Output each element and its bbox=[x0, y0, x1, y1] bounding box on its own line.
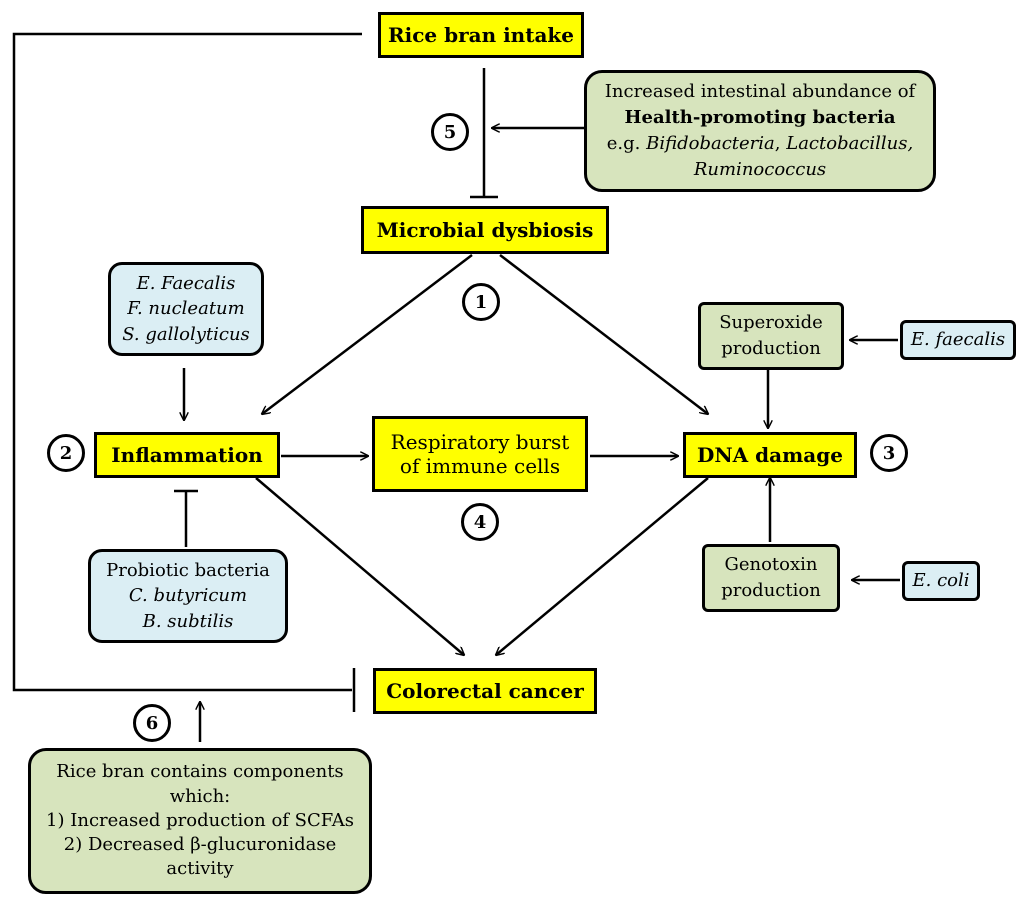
ruminococcus-label: Ruminococcus bbox=[693, 159, 827, 181]
step-number-5: 5 bbox=[431, 113, 469, 151]
dna-to-cancer-arrow bbox=[496, 477, 709, 655]
superoxide-line-2: production bbox=[721, 338, 821, 359]
inflammation-to-cancer-arrow bbox=[255, 477, 464, 655]
dysbiosis-to-inflammation-arrow bbox=[262, 254, 473, 414]
components-line-3: 1) Increased production of SCFAs bbox=[46, 809, 354, 831]
bifidobacteria-label: Bifidobacteria bbox=[646, 133, 775, 154]
rice-bran-components-box: Rice bran contains components which: 1) … bbox=[28, 748, 372, 894]
superoxide-line-1: Superoxide bbox=[719, 311, 823, 333]
genotoxin-production-box: Genotoxin production bbox=[702, 544, 840, 612]
probiotic-species-2: B. subtilis bbox=[142, 610, 234, 632]
components-line-2: which: bbox=[169, 785, 231, 807]
components-line-4: 2) Decreased β-glucuronidase bbox=[63, 834, 337, 856]
health-promoting-bacteria-box: Increased intestinal abundance of Health… bbox=[584, 70, 936, 192]
genotoxin-line-2: production bbox=[721, 580, 821, 601]
step-number-3: 3 bbox=[870, 434, 908, 472]
step-number-4: 4 bbox=[461, 503, 499, 541]
superoxide-production-box: Superoxide production bbox=[698, 302, 844, 370]
respiratory-burst-node: Respiratory burst of immune cells bbox=[372, 416, 588, 492]
e-coli-box: E. coli bbox=[902, 561, 980, 601]
outer-loop-line bbox=[12, 32, 362, 692]
step-number-6: 6 bbox=[133, 704, 171, 742]
inflammatory-pathogens-box: E. Faecalis F. nucleatum S. gallolyticus bbox=[108, 262, 264, 356]
step-number-1: 1 bbox=[462, 283, 500, 321]
rice-bran-intake-node: Rice bran intake bbox=[378, 12, 584, 58]
components-line-1: Rice bran contains components bbox=[56, 761, 344, 783]
components-line-5: activity bbox=[166, 858, 234, 880]
colorectal-cancer-node: Colorectal cancer bbox=[373, 668, 597, 714]
health-bacteria-line-2: Health-promoting bacteria bbox=[624, 106, 896, 128]
health-bacteria-line-1: Increased intestinal abundance of bbox=[604, 80, 916, 102]
probiotic-bacteria-box: Probiotic bacteria C. butyricum B. subti… bbox=[88, 549, 288, 643]
e-faecalis-box: E. faecalis bbox=[900, 320, 1016, 360]
respiratory-burst-line-1: Respiratory burst bbox=[390, 430, 570, 454]
genotoxin-line-1: Genotoxin bbox=[724, 553, 818, 575]
lactobacillus-label: Lactobacillus, bbox=[786, 133, 914, 154]
eg-prefix: e.g. bbox=[606, 133, 647, 154]
microbial-dysbiosis-node: Microbial dysbiosis bbox=[361, 206, 609, 254]
pathogen-1: E. Faecalis bbox=[136, 273, 236, 295]
inflammation-node: Inflammation bbox=[94, 432, 280, 478]
probiotic-species-1: C. butyricum bbox=[128, 585, 248, 607]
dna-damage-node: DNA damage bbox=[683, 432, 857, 478]
respiratory-burst-line-2: of immune cells bbox=[399, 454, 561, 478]
probiotic-title: Probiotic bacteria bbox=[106, 560, 270, 582]
comma-sep: , bbox=[774, 133, 787, 154]
pathogen-2: F. nucleatum bbox=[127, 298, 245, 320]
health-bacteria-line-3: e.g. Bifidobacteria, Lactobacillus, bbox=[607, 131, 913, 157]
dysbiosis-to-dna-arrow bbox=[499, 254, 708, 414]
pathogen-3: S. gallolyticus bbox=[122, 323, 250, 345]
step-number-2: 2 bbox=[47, 434, 85, 472]
